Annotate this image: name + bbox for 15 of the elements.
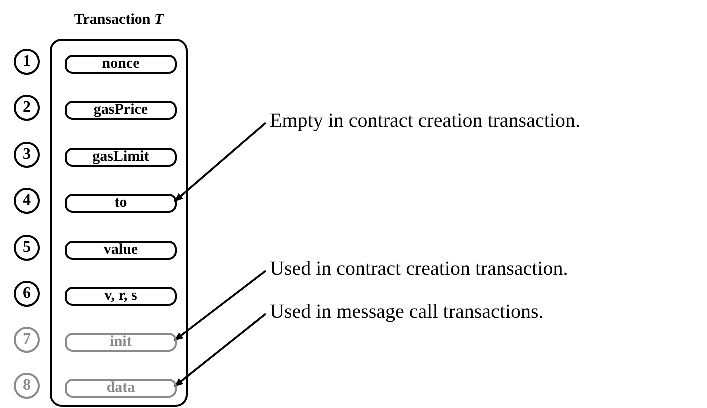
container-title: Transaction T [73, 11, 166, 30]
leader-arrow [174, 122, 267, 202]
field-pill: nonce [65, 55, 177, 74]
field-pill: data [65, 379, 177, 398]
field-pill: init [65, 333, 177, 352]
annotation-text: Empty in contract creation transaction. [270, 108, 580, 134]
field-pill: gasPrice [65, 101, 177, 120]
annotation-text: Used in message call transactions. [270, 299, 544, 325]
leader-arrow [174, 270, 267, 342]
leader-arrow [174, 313, 267, 388]
field-pill: value [65, 241, 177, 260]
field-pill: gasLimit [65, 148, 177, 167]
annotation-text: Used in contract creation transaction. [270, 256, 568, 282]
field-pill: v, r, s [65, 287, 177, 306]
field-pill: to [65, 194, 177, 213]
